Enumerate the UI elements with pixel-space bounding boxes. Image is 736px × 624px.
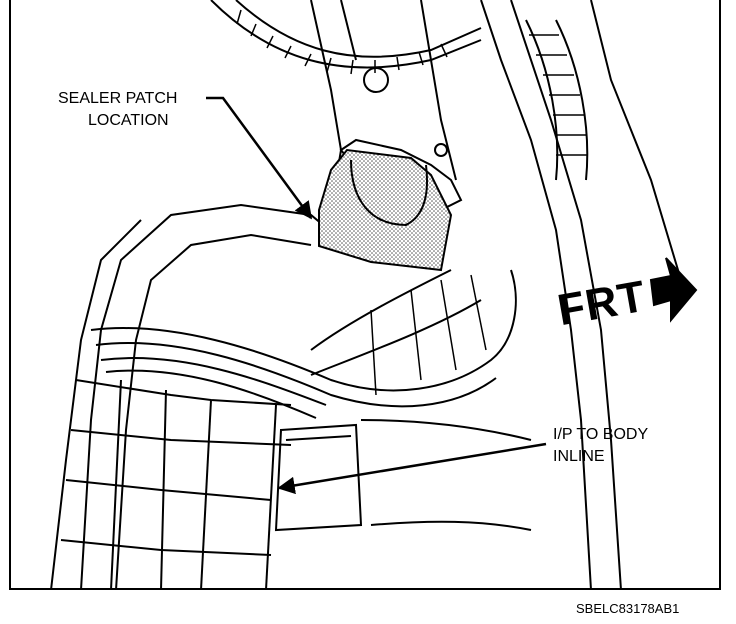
- fastener-hole: [363, 67, 389, 93]
- figure-code: SBELC83178AB1: [576, 601, 680, 616]
- ip-to-body-label-line2: INLINE: [553, 448, 605, 465]
- ip-to-body-label-line1: I/P TO BODY: [553, 426, 649, 443]
- hatched-seal-strip: [236, 9, 448, 75]
- sealer-patch: [318, 148, 453, 272]
- diagram-frame: SEALER PATCH LOCATION I/P TO BODY INLINE…: [9, 0, 721, 590]
- right-harness: [525, 19, 589, 181]
- upper-trim-panel: [210, 0, 482, 69]
- inline-connector: [274, 423, 363, 532]
- sealer-patch-label-line1: SEALER PATCH: [58, 90, 178, 107]
- ip-to-body-label: I/P TO BODY INLINE: [553, 424, 648, 468]
- vehicle-pillar-illustration: [50, 0, 698, 588]
- sealer-patch-label-line2: LOCATION: [88, 112, 169, 129]
- sealer-patch-label: SEALER PATCH LOCATION: [58, 88, 177, 132]
- sealer-patch-arrow: [206, 96, 313, 220]
- wiring-harness: [90, 269, 517, 419]
- front-arrow-icon: [649, 257, 698, 323]
- inline-arrow: [277, 442, 547, 495]
